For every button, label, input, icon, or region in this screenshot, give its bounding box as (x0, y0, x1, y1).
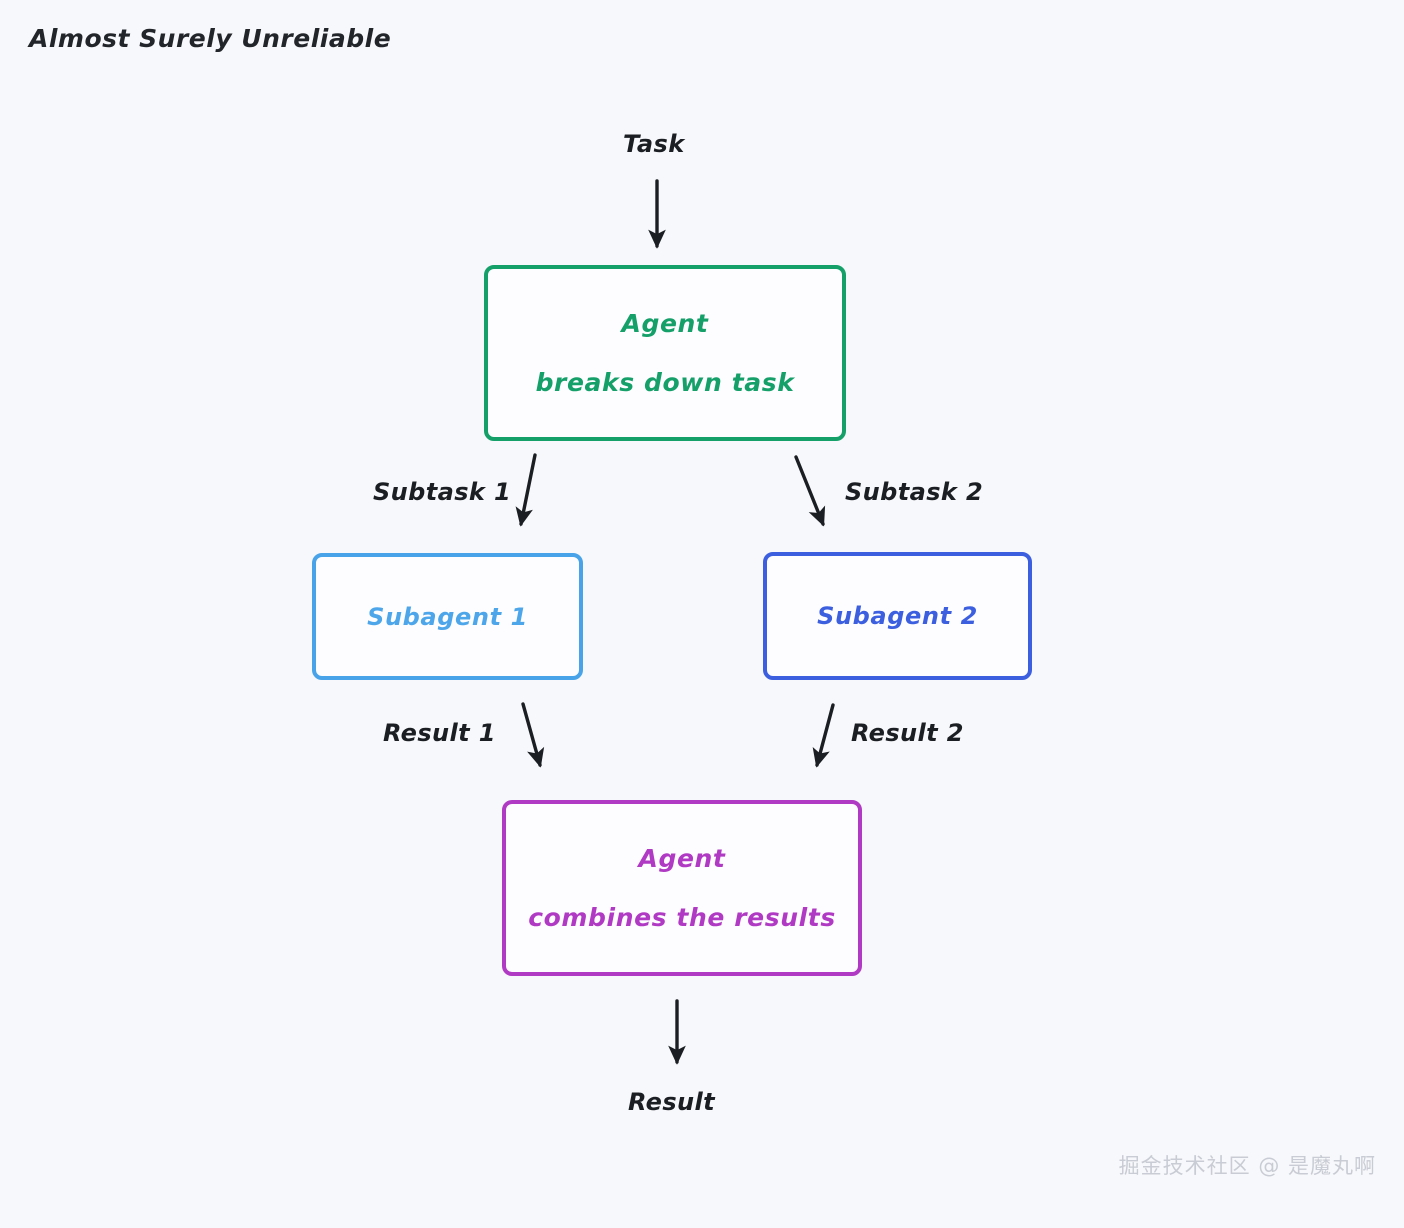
endpoint-label-task: Task (623, 130, 685, 158)
arrow-subagent-1-to-combine (521, 702, 545, 768)
watermark: 掘金技术社区 @ 是魔丸啊 (1118, 1154, 1376, 1178)
node-subagent-1-title: Subagent 1 (367, 602, 528, 631)
edge-label-subtask-2: Subtask 2 (845, 478, 984, 506)
edge-label-subtask-1: Subtask 1 (373, 478, 512, 506)
edge-label-result-1: Result 1 (383, 719, 496, 747)
edge-label-result-2: Result 2 (851, 719, 964, 747)
node-subagent-2-title: Subagent 2 (817, 602, 978, 630)
arrow-agent-to-subagent-1 (515, 453, 537, 527)
arrow-agent-to-subagent-2 (794, 455, 826, 527)
endpoint-label-result: Result (628, 1088, 716, 1116)
node-subagent-1[interactable]: Subagent 1 (312, 553, 583, 680)
node-agent-breaks-down-task[interactable]: Agent breaks down task (484, 265, 846, 441)
node-subagent-2[interactable]: Subagent 2 (763, 552, 1032, 680)
node-agent-combine-title: Agent (638, 844, 726, 873)
arrow-subagent-2-to-combine (812, 703, 835, 768)
node-agent-combines-results[interactable]: Agent combines the results (502, 800, 862, 976)
node-agent-split-title: Agent (621, 309, 709, 338)
node-agent-split-subtitle: breaks down task (535, 368, 795, 397)
page-title: Almost Surely Unreliable (29, 24, 392, 53)
node-agent-combine-subtitle: combines the results (528, 903, 836, 932)
